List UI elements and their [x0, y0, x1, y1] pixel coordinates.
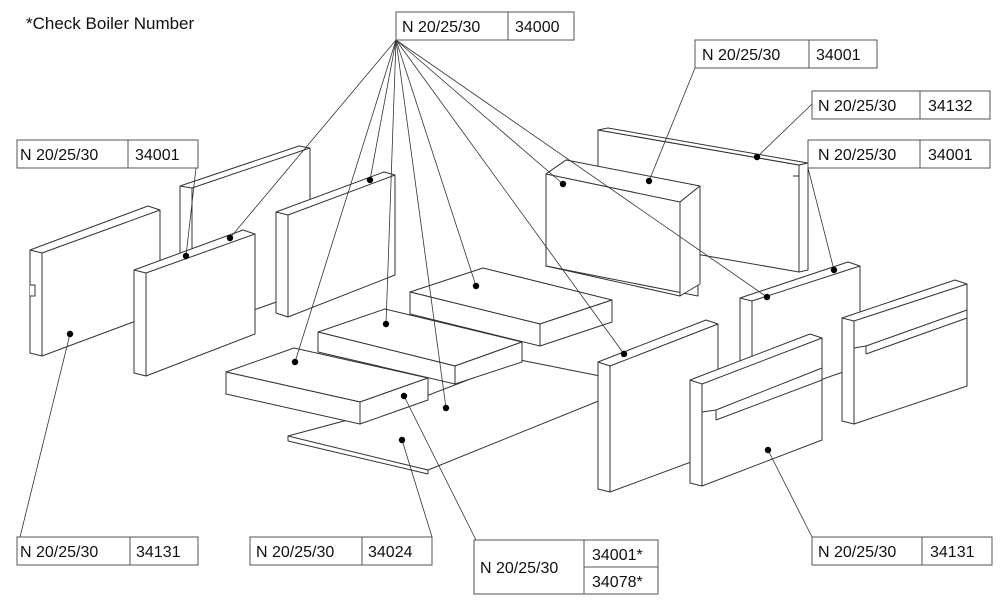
label-part: 34001* [592, 547, 643, 564]
label-model: N 20/25/30 [818, 147, 896, 164]
brick-left-front-panel [133, 229, 256, 377]
label-bottom-mid: N 20/25/30 34024 [249, 536, 433, 566]
label-part: 34001 [816, 47, 861, 64]
label-bottom-right: N 20/25/30 34131 [811, 536, 993, 566]
label-bottom-left: N 20/25/30 34131 [16, 536, 199, 566]
brick-center-front-panel [597, 319, 719, 493]
label-model: N 20/25/30 [402, 19, 480, 36]
brick-far-left-panel [29, 205, 161, 357]
label-part: 34000 [515, 19, 560, 36]
label-part: 34131 [136, 544, 181, 561]
label-part: 34001 [135, 147, 180, 164]
brick-slab-back [409, 267, 613, 347]
label-part: 34131 [930, 544, 975, 561]
brick-front-right-panel [689, 333, 823, 487]
label-model: N 20/25/30 [256, 544, 334, 561]
label-part: 34001 [928, 147, 973, 164]
label-model: N 20/25/30 [480, 560, 558, 577]
label-part: 34132 [928, 98, 973, 115]
label-upper-right-1: N 20/25/30 34001 [694, 39, 878, 69]
brick-slab-front [225, 347, 429, 425]
label-model: N 20/25/30 [818, 544, 896, 561]
label-bottom-center: N 20/25/30 34001* 34078* [473, 539, 659, 595]
check-boiler-note: *Check Boiler Number [26, 14, 195, 33]
label-top: N 20/25/30 34000 [395, 11, 575, 41]
label-model: N 20/25/30 [702, 47, 780, 64]
callout-dots [66, 153, 838, 454]
label-model: N 20/25/30 [20, 544, 98, 561]
label-upper-right-3: N 20/25/30 34001 [807, 139, 991, 169]
leader-lines [19, 39, 835, 541]
bricks [29, 127, 968, 493]
label-upper-right-2: N 20/25/30 34132 [811, 90, 991, 120]
label-part-alt: 34078* [592, 574, 643, 591]
brick-back-center-panel [275, 171, 396, 318]
label-model: N 20/25/30 [20, 147, 98, 164]
label-part: 34024 [368, 544, 413, 561]
label-left: N 20/25/30 34001 [16, 139, 199, 169]
brick-slab-middle [317, 308, 523, 385]
label-model: N 20/25/30 [818, 98, 896, 115]
brick-far-right-panel [841, 279, 968, 425]
